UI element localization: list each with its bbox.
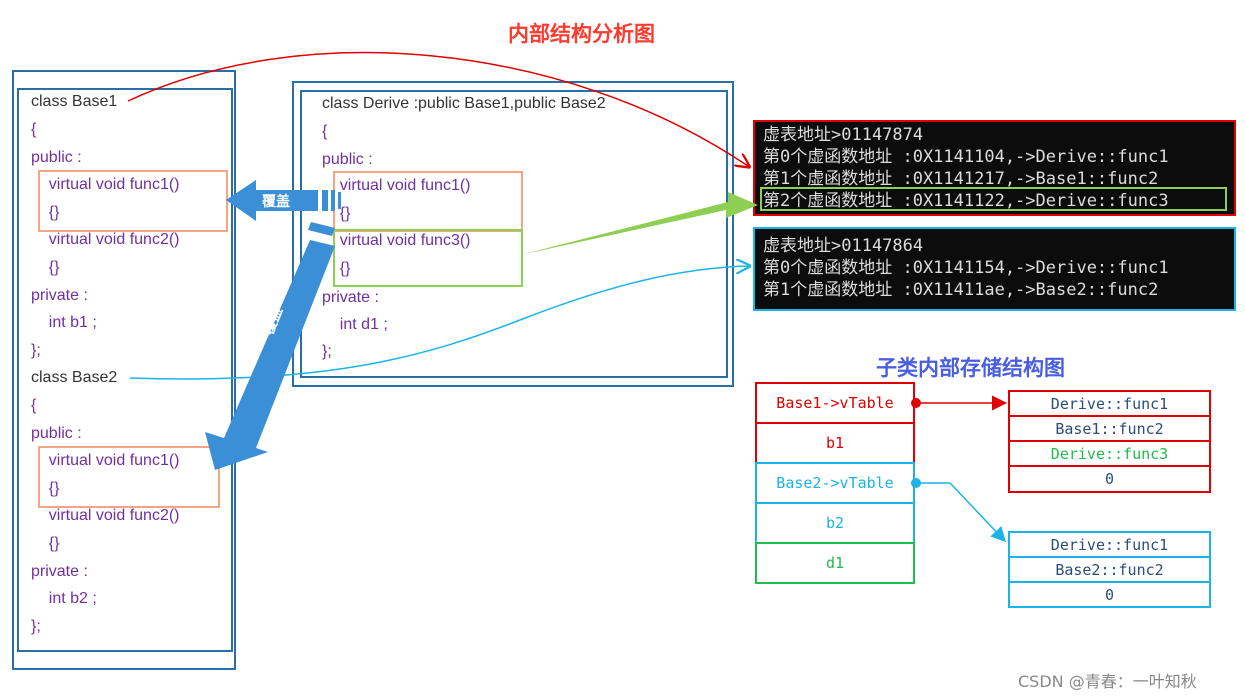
- object-cell-d1: d1: [755, 542, 915, 584]
- cover-label-horizontal: 覆盖: [262, 194, 290, 210]
- code-line: int b2 ;: [31, 590, 97, 607]
- code-line: {}: [31, 480, 60, 497]
- analysis-title: 内部结构分析图: [508, 22, 655, 46]
- code-line: {: [31, 397, 37, 414]
- code-line: };: [31, 618, 41, 635]
- console-line: 第0个虚函数地址 :0X1141104,->Derive::func1: [763, 147, 1169, 167]
- vtable1-entry: Derive::func1: [1008, 390, 1211, 417]
- cover-label-diagonal: 覆盖: [260, 305, 287, 338]
- code-line: };: [31, 342, 41, 359]
- console-base2-vtable: 虚表地址>01147864 第0个虚函数地址 :0X1141154,->Deri…: [753, 227, 1236, 311]
- vtable2-entry: 0: [1008, 581, 1211, 608]
- base1-func1-highlight: [38, 170, 228, 232]
- object-cell-base1-vtable: Base1->vTable: [755, 382, 915, 424]
- console-line: 第1个虚函数地址 :0X11411ae,->Base2::func2: [763, 280, 1159, 300]
- object-cell-base2-vtable: Base2->vTable: [755, 462, 915, 504]
- vtable2-entry: Base2::func2: [1008, 556, 1211, 583]
- code-line: private :: [31, 287, 88, 304]
- code-line: public :: [31, 425, 82, 442]
- code-line: virtual void func3(): [322, 232, 471, 249]
- code-line: virtual void func2(): [31, 507, 180, 524]
- code-line: {: [322, 123, 328, 140]
- base2-func1-highlight: [38, 446, 220, 508]
- code-line: virtual void func1(): [31, 452, 180, 469]
- console-line: 虚表地址>01147864: [763, 236, 924, 256]
- code-line: int b1 ;: [31, 314, 97, 331]
- code-line: {}: [322, 205, 351, 222]
- code-line: {}: [31, 259, 60, 276]
- code-line: {}: [31, 535, 60, 552]
- code-line: private :: [322, 289, 379, 306]
- vtable1-entry: Derive::func3: [1008, 440, 1211, 467]
- code-line: virtual void func2(): [31, 231, 180, 248]
- code-line: private :: [31, 563, 88, 580]
- console-line: 虚表地址>01147874: [763, 125, 924, 145]
- code-line: virtual void func1(): [322, 177, 471, 194]
- code-line: };: [322, 343, 332, 360]
- code-line: int d1 ;: [322, 316, 388, 333]
- derive-func3-highlight: [333, 229, 523, 287]
- derive-func3-console-highlight: [760, 187, 1227, 211]
- derive-func1-highlight: [333, 171, 523, 232]
- object-cell-b2: b2: [755, 502, 915, 544]
- object-cell-b1: b1: [755, 422, 915, 464]
- vtable1-entry: Base1::func2: [1008, 415, 1211, 442]
- console-line: 第0个虚函数地址 :0X1141154,->Derive::func1: [763, 258, 1169, 278]
- base2-vtable-pointer: [916, 482, 1007, 543]
- watermark: CSDN @青春：一叶知秋: [1018, 672, 1197, 691]
- code-line: virtual void func1(): [31, 176, 180, 193]
- code-line: public :: [31, 149, 82, 166]
- console-base1-vtable: 虚表地址>01147874 第0个虚函数地址 :0X1141104,->Deri…: [753, 120, 1236, 216]
- vtable2-entry: Derive::func1: [1008, 531, 1211, 558]
- code-line: {: [31, 121, 37, 138]
- code-line: class Base1: [31, 93, 118, 110]
- code-line: {}: [31, 204, 60, 221]
- vtable1-entry: 0: [1008, 465, 1211, 493]
- code-line: class Derive :public Base1,public Base2: [322, 95, 606, 112]
- console-line: 第2个虚函数地址 :0X1141122,->Derive::func3: [763, 191, 1169, 211]
- code-line: public :: [322, 151, 373, 168]
- console-line: 第1个虚函数地址 :0X1141217,->Base1::func2: [763, 169, 1159, 189]
- storage-title: 子类内部存储结构图: [876, 356, 1065, 380]
- code-line: class Base2: [31, 369, 118, 386]
